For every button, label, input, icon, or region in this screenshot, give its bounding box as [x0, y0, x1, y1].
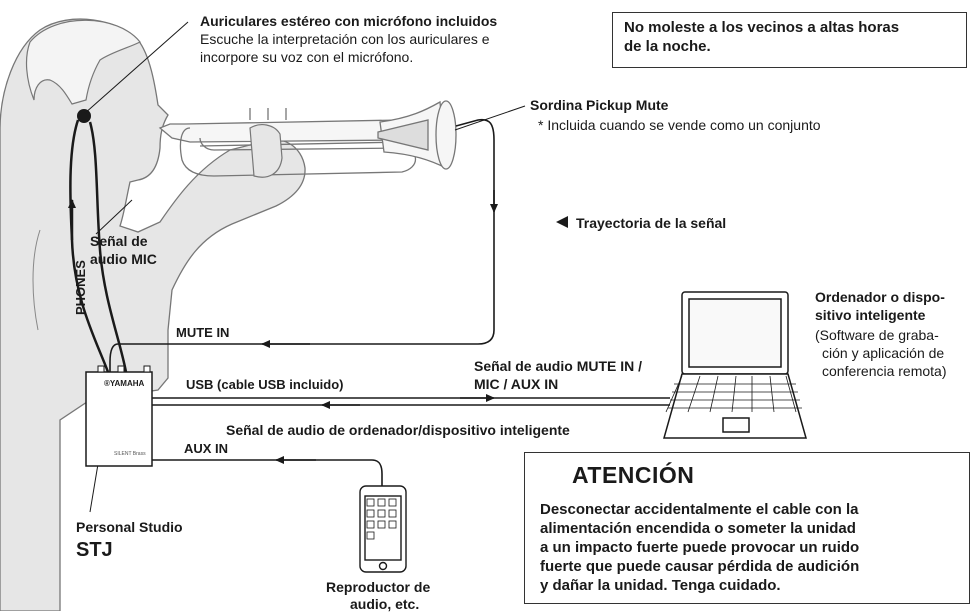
mute-title: Sordina Pickup Mute [530, 97, 669, 113]
headphones-leader [83, 21, 189, 115]
smartphone [359, 485, 407, 573]
earphone [77, 109, 91, 123]
computer-title-line-1: Ordenador o dispo- [815, 289, 945, 305]
computer-desc-line-2: ción y aplicación de [822, 345, 945, 361]
silent-brass-logo: SILENT Brass [114, 451, 146, 457]
audio-to-computer-line-2: MIC / AUX IN [474, 376, 559, 392]
caution-line-4: fuerte que puede causar pérdida de audic… [540, 558, 860, 575]
caution-line-2: alimentación encendida o someter la unid… [540, 520, 856, 537]
computer-desc-line-1: (Software de graba- [815, 327, 939, 343]
headphones-title: Auriculares estéreo con micrófono inclui… [200, 13, 498, 29]
stj-device [85, 365, 153, 467]
person-hair [25, 19, 141, 105]
neighbors-note-box [612, 12, 967, 68]
audio-to-computer-line-1: Señal de audio MUTE IN / [474, 358, 643, 374]
caution-line-3: a un impacto fuerte puede provocar un ru… [540, 539, 860, 556]
caution-title: ATENCIÓN [572, 462, 695, 488]
neighbors-note-line-1: No moleste a los vecinos a altas horas [624, 19, 900, 36]
caution-line-5: y dañar la unidad. Tenga cuidado. [540, 577, 781, 594]
person-shoulder [32, 229, 41, 331]
usb-label: USB (cable USB incluido) [186, 377, 344, 392]
caution-box [524, 452, 970, 604]
device-name-line-1: Personal Studio [76, 519, 183, 535]
neighbors-note-line-2: de la noche. [624, 38, 711, 55]
person-hands [249, 124, 283, 178]
mic-label-leader [95, 199, 133, 235]
signal-path-icon [556, 216, 568, 228]
headphones-desc-line-1: Escuche la interpretación con los auricu… [200, 31, 490, 47]
person-silhouette [0, 18, 306, 611]
mic-cable [88, 121, 128, 373]
player-line-2: audio, etc. [350, 596, 420, 612]
device-leader [89, 463, 99, 513]
mic-signal-line-2: audio MIC [90, 251, 157, 267]
aux-in-label: AUX IN [184, 441, 229, 456]
yamaha-logo: ®YAMAHA [104, 379, 145, 388]
signal-path-label: Trayectoria de la señal [576, 215, 727, 231]
computer-title-line-2: sitivo inteligente [815, 307, 926, 323]
aux-cable [152, 459, 383, 488]
mute-note: * Incluida cuando se vende como un conju… [538, 117, 821, 133]
laptop [663, 291, 807, 439]
mic-signal-line-1: Señal de [90, 233, 148, 249]
computer-desc-line-3: conferencia remota) [822, 363, 947, 379]
mute-cable [109, 118, 495, 372]
audio-from-computer-label: Señal de audio de ordenador/dispositivo … [226, 422, 570, 438]
player-line-1: Reproductor de [326, 579, 431, 595]
trumpet [158, 100, 457, 177]
headphones-desc-line-2: incorpore su voz con el micrófono. [200, 49, 414, 65]
device-name-line-2: STJ [76, 539, 113, 561]
mute-leader [454, 105, 526, 131]
mute-in-label: MUTE IN [176, 325, 230, 340]
phones-label: PHONES [73, 260, 88, 315]
caution-line-1: Desconectar accidentalmente el cable con… [540, 501, 859, 518]
